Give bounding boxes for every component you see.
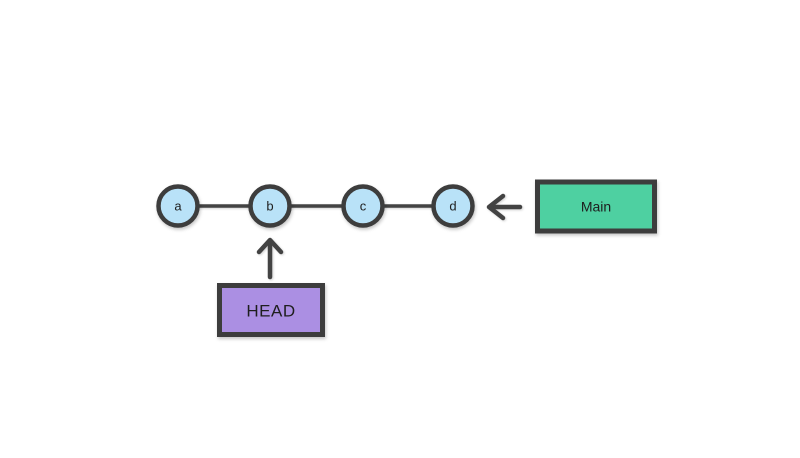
commit-node-label: d: [449, 199, 456, 214]
left-arrow-head-icon: [486, 193, 506, 221]
commit-node-circle: [248, 184, 292, 228]
main-branch-label: Main: [581, 198, 611, 214]
main-arrow: [486, 193, 523, 221]
commit-node-b: b: [248, 184, 292, 228]
commit-node-label: b: [266, 199, 273, 214]
commit-node-circle: [431, 184, 475, 228]
main-branch-box: Main: [535, 179, 657, 234]
head-rect: [217, 283, 325, 337]
main-branch-rect: [535, 179, 657, 234]
commit-node-a: a: [156, 184, 200, 228]
head-label: HEAD: [246, 301, 295, 320]
commit-node-c: c: [341, 184, 385, 228]
commit-node-circle: [341, 184, 385, 228]
commit-node-label: a: [174, 199, 182, 214]
commit-node-circle: [156, 184, 200, 228]
commit-node-d: d: [431, 184, 475, 228]
commit-node-label: c: [360, 199, 367, 214]
up-arrow-head-icon: [256, 237, 284, 255]
head-arrow: [256, 237, 284, 280]
head-box: HEAD: [217, 283, 325, 337]
